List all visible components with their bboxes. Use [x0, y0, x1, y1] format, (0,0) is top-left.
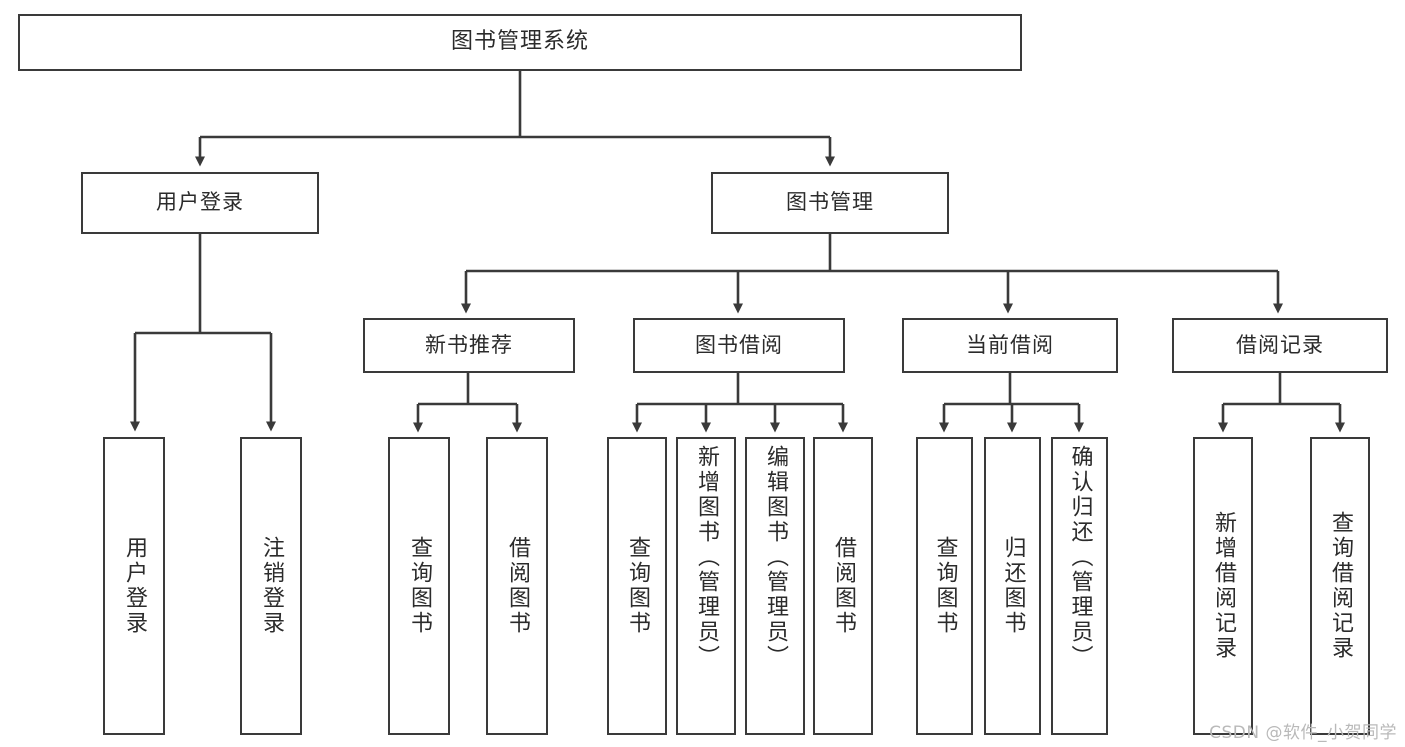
node-leaf-confirm-return[interactable]: 确认归还（管理员）	[1051, 437, 1108, 735]
csdn-watermark: CSDN @软件_小贺同学	[1209, 723, 1397, 743]
node-leaf-query-book-2[interactable]: 查询图书	[607, 437, 667, 735]
node-book-borrow-label: 图书借阅	[695, 332, 783, 357]
node-leaf-edit-book[interactable]: 编辑图书（管理员）	[745, 437, 805, 735]
node-leaf-return-book[interactable]: 归还图书	[984, 437, 1041, 735]
node-book-manage-label: 图书管理	[786, 190, 874, 215]
node-book-borrow[interactable]: 图书借阅	[633, 318, 845, 373]
node-leaf-query-book-3[interactable]: 查询图书	[916, 437, 973, 735]
node-leaf-add-record[interactable]: 新增借阅记录	[1193, 437, 1253, 735]
node-leaf-borrow-book-1-label: 借阅图书	[504, 536, 530, 636]
node-user-login-label: 用户登录	[156, 190, 244, 215]
node-user-login[interactable]: 用户登录	[81, 172, 319, 234]
node-leaf-query-book-1[interactable]: 查询图书	[388, 437, 450, 735]
node-leaf-user-logout-label: 注销登录	[258, 536, 284, 636]
node-leaf-query-book-3-label: 查询图书	[932, 536, 958, 636]
node-root-label: 图书管理系统	[450, 29, 589, 55]
node-leaf-query-book-2-label: 查询图书	[624, 536, 650, 636]
node-leaf-confirm-return-label: 确认归还（管理员）	[1067, 445, 1093, 670]
node-leaf-query-book-1-label: 查询图书	[406, 536, 432, 636]
node-leaf-query-record-label: 查询借阅记录	[1327, 511, 1353, 661]
node-leaf-edit-book-label: 编辑图书（管理员）	[762, 445, 788, 670]
node-leaf-query-record[interactable]: 查询借阅记录	[1310, 437, 1370, 735]
node-leaf-add-book[interactable]: 新增图书（管理员）	[676, 437, 736, 735]
node-borrow-record-label: 借阅记录	[1236, 332, 1324, 357]
node-current-borrow[interactable]: 当前借阅	[902, 318, 1118, 373]
node-borrow-record[interactable]: 借阅记录	[1172, 318, 1388, 373]
node-leaf-borrow-book-1[interactable]: 借阅图书	[486, 437, 548, 735]
node-leaf-borrow-book-2[interactable]: 借阅图书	[813, 437, 873, 735]
node-leaf-add-record-label: 新增借阅记录	[1210, 511, 1236, 661]
node-leaf-user-login[interactable]: 用户登录	[103, 437, 165, 735]
node-leaf-borrow-book-2-label: 借阅图书	[830, 536, 856, 636]
node-leaf-user-login-label: 用户登录	[121, 536, 147, 636]
node-leaf-add-book-label: 新增图书（管理员）	[693, 445, 719, 670]
node-leaf-user-logout[interactable]: 注销登录	[240, 437, 302, 735]
node-book-manage[interactable]: 图书管理	[711, 172, 949, 234]
node-root[interactable]: 图书管理系统	[18, 14, 1022, 71]
node-leaf-return-book-label: 归还图书	[1000, 536, 1026, 636]
node-new-book-rec-label: 新书推荐	[425, 332, 513, 357]
node-new-book-rec[interactable]: 新书推荐	[363, 318, 575, 373]
node-current-borrow-label: 当前借阅	[966, 332, 1054, 357]
